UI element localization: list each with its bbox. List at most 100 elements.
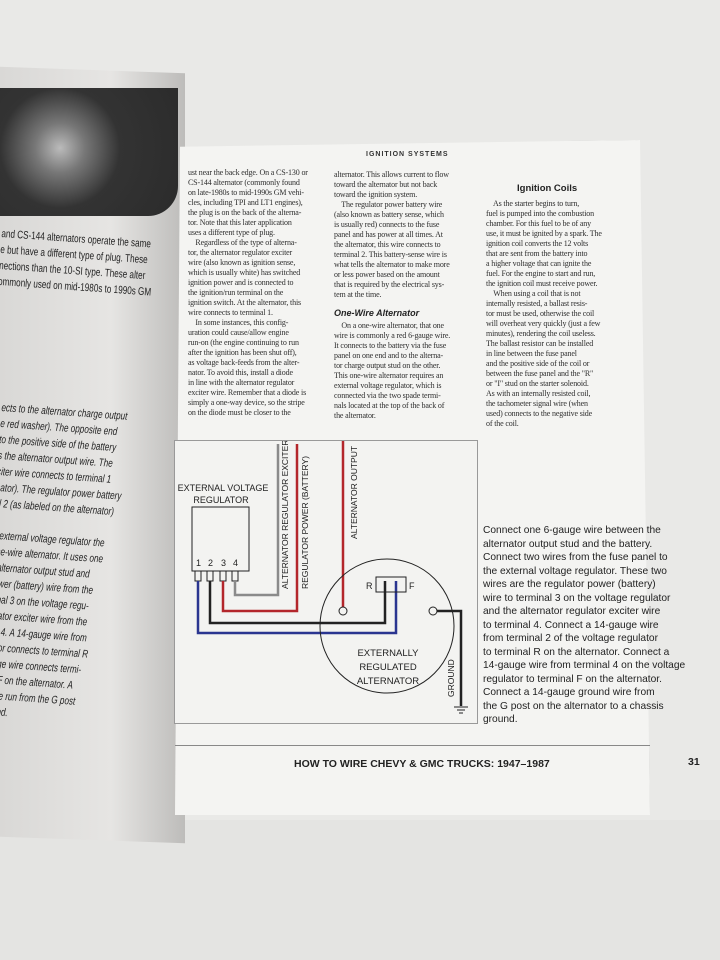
text-line: In some instances, this config- xyxy=(188,318,289,327)
one-wire-heading: One-Wire Alternator xyxy=(334,308,420,318)
text-line: When using a coil that is not xyxy=(486,289,581,298)
terminal-f-wire xyxy=(196,581,398,635)
text-line: wire connects to terminal 1. xyxy=(188,308,273,317)
text-line: toward the ignition system. xyxy=(334,190,418,199)
text-line: the ignition coil must receive power. xyxy=(486,279,598,288)
ground-symbol-icon xyxy=(454,706,468,714)
text-line: internally resisted, a ballast resis- xyxy=(486,299,588,308)
text-line: a higher voltage that can ignite the xyxy=(486,259,592,268)
text-column-3: As the starter begins to turn,fuel is pu… xyxy=(486,199,602,429)
text-line: tor, the alternator regulator exciter xyxy=(188,248,293,257)
text-line: The ballast resistor can be installed xyxy=(486,339,594,348)
text-line: 14-gauge wire from terminal 4 on the vol… xyxy=(483,660,686,671)
terminal-1: 1 xyxy=(196,558,201,568)
alternator-label-3: ALTERNATOR xyxy=(357,676,419,687)
alternator-label-1: EXTERNALLY xyxy=(357,648,419,659)
text-line: what tells the alternator to make more xyxy=(334,260,450,269)
text-line: This one-wire alternator requires an xyxy=(334,371,444,380)
terminal-r-label: R xyxy=(366,581,373,591)
alternator-plug xyxy=(375,576,407,593)
page-number: 31 xyxy=(688,756,700,768)
text-line: tem at the time. xyxy=(334,290,382,299)
text-line: As the starter begins to turn, xyxy=(486,199,580,208)
text-line: use, it must be ignited by a spark. The xyxy=(486,229,602,238)
text-line: wires are the regulator power (battery) xyxy=(483,579,656,590)
text-line: ust near the back edge. On a CS-130 or xyxy=(188,168,308,177)
text-line: Connect two wires from the fuse panel to xyxy=(483,552,668,563)
table-surface xyxy=(0,820,720,960)
text-line: connected via the two spade termi- xyxy=(334,391,441,400)
alternator-circle xyxy=(319,558,455,694)
text-line: in line between the fuse panel xyxy=(486,349,577,358)
text-line: fuel is pumped into the combustion xyxy=(486,209,594,218)
text-line: toward the alternator but not back xyxy=(334,180,438,189)
text-line: alternator. This allows current to flow xyxy=(334,170,449,179)
ground-wire xyxy=(437,609,463,706)
text-line: of the coil. xyxy=(486,419,519,428)
text-line: nator. To avoid this, install a diode xyxy=(188,368,293,377)
text-line: is usually red) connects to the fuse xyxy=(334,220,440,229)
text-line: tor. Note that this later application xyxy=(188,218,292,227)
wiring-diagram: EXTERNAL VOLTAGE REGULATOR 1 2 3 4 R F E… xyxy=(174,440,478,724)
text-line: between the fuse panel and the "R" xyxy=(486,369,594,378)
text-line: and the positive side of the coil or xyxy=(486,359,590,368)
terminal-4: 4 xyxy=(233,558,238,568)
text-line: uses a different type of plug. xyxy=(188,228,275,237)
text-line: simply a one-way device, so the stripe xyxy=(188,398,305,407)
text-line: the alternator, this wire connects to xyxy=(334,240,441,249)
terminal-2: 2 xyxy=(208,558,213,568)
text-line: Connect a 14-gauge ground wire from xyxy=(483,687,655,698)
alternator-label-2: REGULATED xyxy=(359,662,417,673)
text-line: to terminal R on the alternator. Connect… xyxy=(483,646,670,658)
text-line: tor charge output stud on the other. xyxy=(334,361,441,370)
text-line: on the diode must be closer to the xyxy=(188,408,291,417)
ground-post xyxy=(428,606,438,616)
running-head: IGNITION SYSTEMS xyxy=(366,151,449,158)
exciter-wire-label: ALTERNATOR REGULATOR EXCITER xyxy=(280,441,290,589)
text-line: that is required by the electrical sys- xyxy=(334,280,445,289)
text-line: the tachometer signal wire (when xyxy=(486,399,588,408)
text-line: or less power based on the amount xyxy=(334,270,440,279)
text-line: wire (also known as ignition sense, xyxy=(188,258,296,267)
text-line: and the alternator regulator exciter wir… xyxy=(483,606,661,617)
text-line: As with an internally resisted coil, xyxy=(486,389,591,398)
output-wire-label: ALTERNATOR OUTPUT xyxy=(349,446,359,539)
text-line: regulator to terminal F on the alternato… xyxy=(483,673,662,685)
alternator-photo xyxy=(0,88,178,216)
text-line: uration could cause/allow engine xyxy=(188,328,289,337)
text-line: minutes), rendering the coil useless. xyxy=(486,329,596,338)
text-line: On a one-wire alternator, that one xyxy=(334,321,444,330)
text-line: the plug is on the back of the alterna- xyxy=(188,208,302,217)
text-line: (also known as battery sense, which xyxy=(334,210,444,219)
text-line: the external voltage regulator. These tw… xyxy=(483,565,667,577)
ignition-coils-heading: Ignition Coils xyxy=(517,183,578,194)
text-line: in line with the alternator regulator xyxy=(188,378,295,387)
text-line: ground. xyxy=(483,714,518,725)
text-line: that are sent from the battery into xyxy=(486,249,588,258)
text-line: panel on one end and to the alterna- xyxy=(334,351,443,360)
text-line: terminal 2. This battery-sense wire is xyxy=(334,250,447,259)
terminal-3: 3 xyxy=(221,558,226,568)
text-line: the G post on the alternator to a chassi… xyxy=(483,700,664,712)
text-line: CS-144 alternator (commonly found xyxy=(188,178,300,187)
text-line: exciter wire. Remember that a diode is xyxy=(188,388,307,397)
output-stud xyxy=(338,606,348,616)
footer-title: HOW TO WIRE CHEVY & GMC TRUCKS: 1947–198… xyxy=(294,758,550,770)
power-wire-label: REGULATOR POWER (BATTERY) xyxy=(300,456,310,589)
regulator-label-1: EXTERNAL VOLTAGE xyxy=(178,483,269,493)
text-line: wire to terminal 3 on the voltage regula… xyxy=(483,592,671,604)
text-line: Regardless of the type of alterna- xyxy=(188,238,297,247)
text-line: wire is commonly a red 6-gauge wire. xyxy=(334,331,451,340)
text-line: alternator output stud and the battery. xyxy=(483,538,653,550)
text-line: on late-1980s to mid-1990s GM vehi- xyxy=(188,188,304,197)
regulator-label-2: REGULATOR xyxy=(193,495,249,505)
text-line: the ignition/run terminal on the xyxy=(188,288,284,297)
text-line: which is usually white) has switched xyxy=(188,268,301,277)
text-line: run-on (the engine continuing to run xyxy=(188,338,299,347)
ground-label: GROUND xyxy=(446,659,456,697)
